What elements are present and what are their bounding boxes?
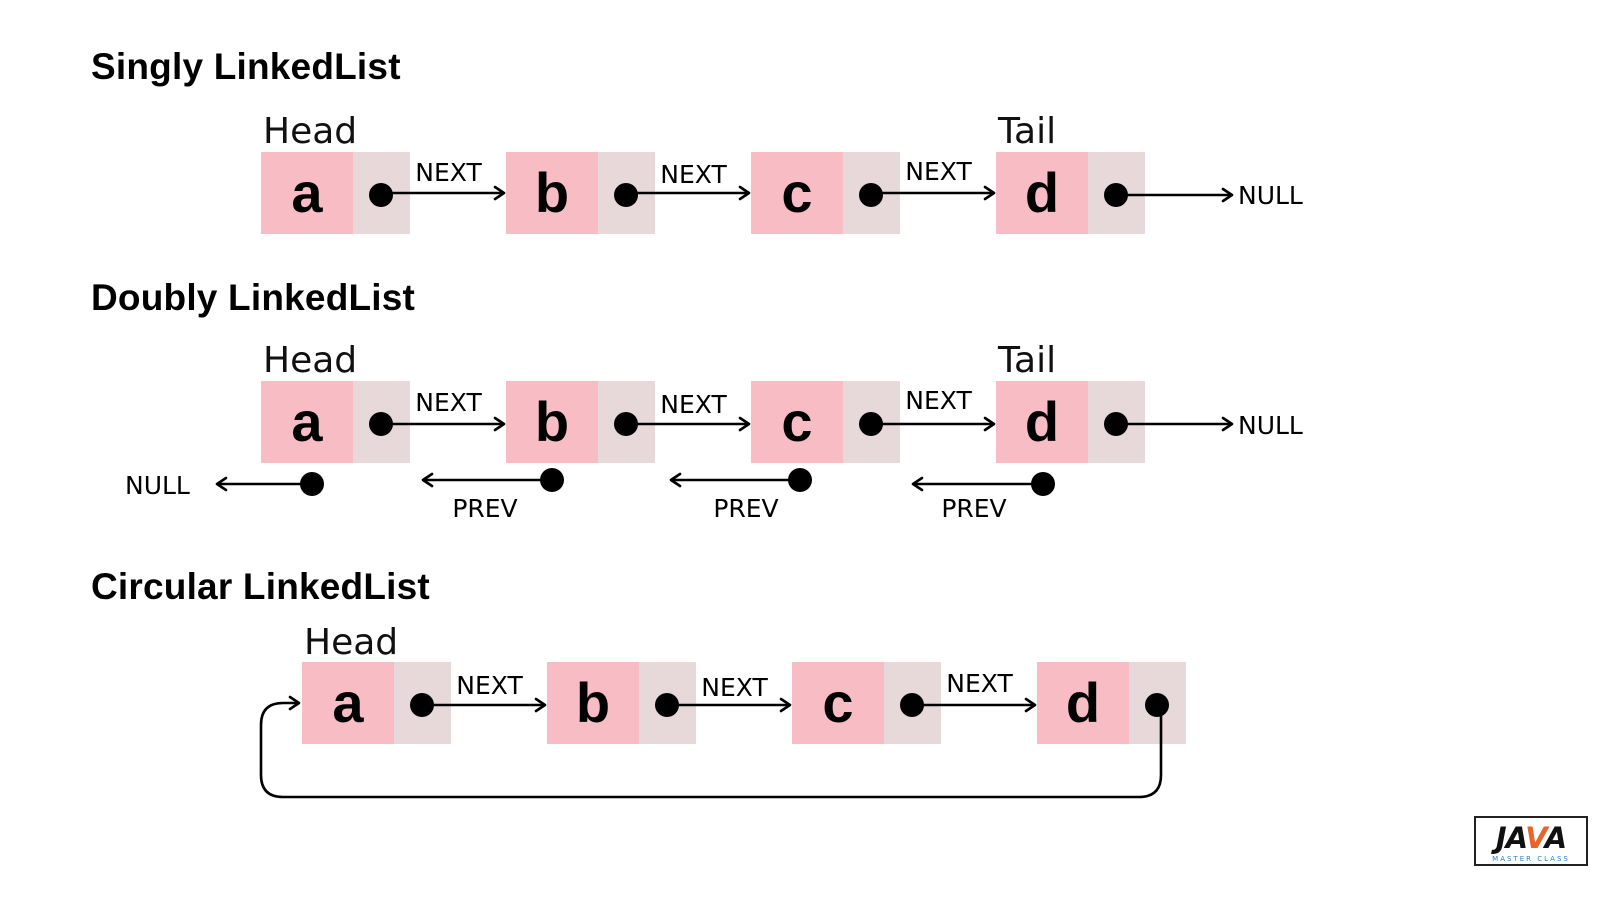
doubly-node-c-value-box <box>751 381 843 463</box>
circular-loop-back-arrow <box>259 701 1163 799</box>
singly-node-b-value: b <box>535 161 569 224</box>
doubly-prev-arrow-2-head <box>669 472 682 488</box>
singly-node-c-value-box <box>751 152 843 234</box>
circular-node-b-value-box <box>547 662 639 744</box>
circular-node-b-value: b <box>576 671 610 734</box>
doubly-prev-label-2: PREV <box>713 494 778 523</box>
doubly-null-arrow-head <box>1221 416 1234 432</box>
doubly-next-label-1: NEXT <box>415 388 482 417</box>
circular-node-a-value: a <box>332 671 364 734</box>
doubly-prev-arrow-1-head <box>421 472 434 488</box>
java-master-class-logo: JAVA MASTER CLASS <box>1474 816 1588 866</box>
doubly-next-arrow-3-head <box>983 416 996 432</box>
singly-linkedlist-title: Singly LinkedList <box>91 46 401 87</box>
singly-node-a-next-dot <box>369 183 393 207</box>
singly-node-b-next-dot <box>614 183 638 207</box>
doubly-next-label-3: NEXT <box>905 386 972 415</box>
singly-node-a-value-box <box>261 152 353 234</box>
circular-node-c-value: c <box>822 671 853 734</box>
doubly-next-arrow-2-head <box>738 416 751 432</box>
doubly-next-arrow-1-head <box>493 416 506 432</box>
circular-node-d-next-dot <box>1145 693 1169 717</box>
doubly-node-d-value: d <box>1025 390 1059 453</box>
logo-subtitle: MASTER CLASS <box>1492 855 1570 863</box>
singly-node-c-value: c <box>781 161 812 224</box>
singly-node-c-next-dot <box>859 183 883 207</box>
singly-null-label: NULL <box>1238 181 1303 210</box>
circular-node-a-value-box <box>302 662 394 744</box>
doubly-node-a-value-box <box>261 381 353 463</box>
singly-next-label-3: NEXT <box>905 157 972 186</box>
doubly-node-d-value-box <box>996 381 1088 463</box>
circular-next-arrow-1-head <box>534 697 547 713</box>
logo-wordmark: JAVA <box>1495 821 1567 855</box>
doubly-next-label-2: NEXT <box>660 390 727 419</box>
doubly-node-b-value-box <box>506 381 598 463</box>
singly-node-d-value-box <box>996 152 1088 234</box>
singly-next-arrow-2-head <box>738 185 751 201</box>
circular-next-label-2: NEXT <box>701 673 768 702</box>
doubly-linkedlist-title: Doubly LinkedList <box>91 277 416 318</box>
circular-head-label: Head <box>304 622 398 663</box>
doubly-tail-label: Tail <box>997 340 1056 381</box>
doubly-prev-label-1: PREV <box>452 494 517 523</box>
singly-next-arrow-3-head <box>983 185 996 201</box>
singly-next-arrow-1-head <box>493 185 506 201</box>
doubly-start-null-arrow-head <box>215 476 228 492</box>
singly-tail-label: Tail <box>997 111 1056 152</box>
circular-next-arrow-3-head <box>1024 697 1037 713</box>
singly-null-arrow-head <box>1221 187 1234 203</box>
singly-node-a-value: a <box>291 161 323 224</box>
singly-next-label-1: NEXT <box>415 158 482 187</box>
circular-node-d-value-box <box>1037 662 1129 744</box>
doubly-head-label: Head <box>263 340 357 381</box>
circular-node-d-value: d <box>1066 671 1100 734</box>
doubly-prev-label-3: PREV <box>941 494 1006 523</box>
doubly-node-a-value: a <box>291 390 323 453</box>
circular-node-c-value-box <box>792 662 884 744</box>
doubly-node-b-value: b <box>535 390 569 453</box>
singly-head-label: Head <box>263 111 357 152</box>
singly-node-b-value-box <box>506 152 598 234</box>
singly-node-d-value: d <box>1025 161 1059 224</box>
circular-next-arrow-2-head <box>779 697 792 713</box>
circular-next-label-3: NEXT <box>946 669 1013 698</box>
singly-next-label-2: NEXT <box>660 160 727 189</box>
circular-next-label-1: NEXT <box>456 671 523 700</box>
doubly-null-label: NULL <box>1238 411 1303 440</box>
circular-linkedlist-title: Circular LinkedList <box>91 566 430 607</box>
doubly-node-c-value: c <box>781 390 812 453</box>
circular-loop-back-arrow-head <box>288 695 301 711</box>
doubly-start-null-label: NULL <box>125 471 190 500</box>
doubly-prev-arrow-3-head <box>911 476 924 492</box>
